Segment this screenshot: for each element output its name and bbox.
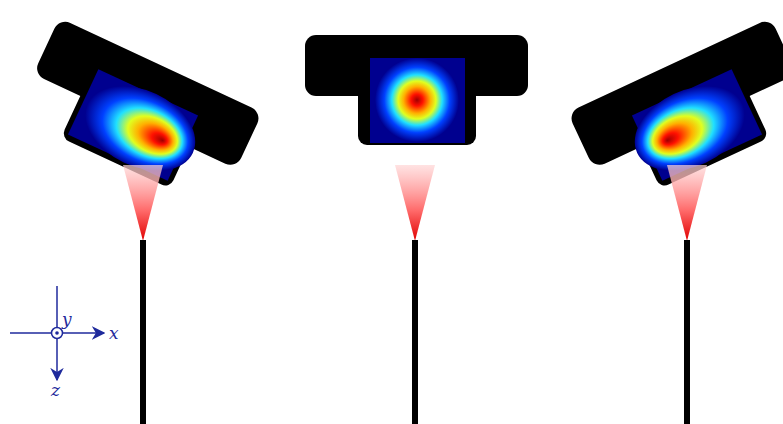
light-cone [667, 165, 707, 241]
optical-fiber [140, 240, 146, 424]
axis-label-z: z [51, 382, 60, 399]
light-cone [123, 165, 163, 241]
middle-camera [305, 35, 528, 145]
optical-fiber [684, 240, 690, 424]
optical-fiber [412, 240, 418, 424]
axis-label-x: x [109, 325, 119, 342]
axis-label-y: y [62, 311, 72, 328]
axis-indicator [10, 286, 104, 380]
light-cone [395, 165, 435, 241]
